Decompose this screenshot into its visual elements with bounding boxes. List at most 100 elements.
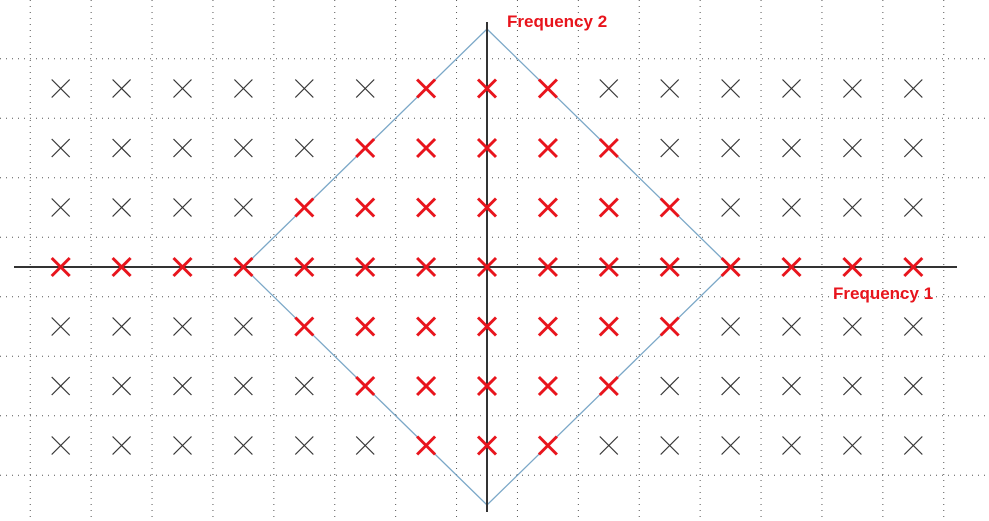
cross-icon [721, 376, 741, 396]
cross-stroke [903, 138, 923, 158]
cross-icon [233, 79, 253, 98]
cross-icon [903, 317, 923, 336]
cross-icon-highlighted [294, 316, 315, 337]
cross-icon-highlighted [537, 256, 558, 278]
cross-icon [173, 436, 192, 455]
cross-icon [660, 138, 680, 158]
cross-stroke [903, 317, 923, 336]
cross-icon [599, 79, 619, 98]
cross-icon [112, 198, 132, 217]
cross-stroke [112, 138, 132, 158]
cross-icon [721, 317, 741, 336]
cross-stroke [721, 138, 741, 158]
cross-stroke [782, 436, 801, 455]
cross-stroke [416, 256, 437, 278]
cross-icon [173, 79, 192, 98]
cross-stroke [355, 79, 375, 98]
cross-icon-highlighted [903, 256, 924, 278]
cross-icon-highlighted [355, 375, 376, 397]
cross-icon-highlighted [50, 256, 71, 278]
cross-stroke [416, 316, 437, 337]
cross-icon [51, 436, 71, 455]
cross-icon-highlighted [416, 197, 437, 218]
cross-stroke [782, 317, 801, 336]
cross-stroke [903, 79, 923, 98]
cross-icon [294, 436, 314, 455]
cross-stroke [51, 376, 71, 396]
cross-icon-highlighted [598, 197, 619, 218]
cross-icon [51, 376, 71, 396]
cross-stroke [842, 198, 862, 217]
cross-stroke [294, 79, 314, 98]
cross-icon [51, 79, 71, 98]
cross-icon-highlighted [781, 256, 802, 278]
cross-icon [233, 436, 253, 455]
cross-icon-highlighted [476, 435, 498, 456]
cross-stroke [111, 256, 132, 278]
cross-stroke [598, 316, 619, 337]
cross-stroke [51, 436, 71, 455]
cross-stroke [173, 376, 192, 396]
cross-stroke [173, 79, 192, 98]
cross-stroke [355, 436, 375, 455]
cross-icon-highlighted [598, 256, 619, 278]
cross-stroke [173, 138, 192, 158]
cross-icon-highlighted [842, 256, 863, 278]
cross-stroke [233, 376, 253, 396]
cross-stroke [233, 256, 254, 278]
cross-icon [660, 376, 680, 396]
cross-stroke [903, 376, 923, 396]
cross-icon [782, 79, 801, 98]
cross-icon-highlighted [598, 316, 619, 337]
cross-icon [233, 138, 253, 158]
cross-icon-highlighted [476, 256, 498, 278]
cross-stroke [233, 198, 253, 217]
cross-stroke [112, 317, 132, 336]
cross-stroke [51, 317, 71, 336]
cross-stroke [416, 435, 437, 456]
cross-icon [903, 436, 923, 455]
cross-stroke [112, 436, 132, 455]
cross-stroke [233, 79, 253, 98]
cross-stroke [51, 138, 71, 158]
cross-stroke [782, 138, 801, 158]
cross-icon-highlighted [476, 375, 498, 397]
cross-stroke [903, 256, 924, 278]
cross-stroke [233, 138, 253, 158]
cross-stroke [842, 376, 862, 396]
cross-stroke [294, 256, 315, 278]
cross-stroke [51, 79, 71, 98]
cross-icon-highlighted [598, 137, 619, 159]
cross-icon [112, 138, 132, 158]
cross-icon [782, 198, 801, 217]
cross-stroke [294, 376, 314, 396]
cross-stroke [903, 198, 923, 217]
cross-icon [294, 138, 314, 158]
cross-icon-highlighted [537, 78, 558, 99]
cross-icon-highlighted [537, 375, 558, 397]
cross-stroke [842, 138, 862, 158]
cross-stroke [721, 79, 741, 98]
cross-icon-highlighted [537, 316, 558, 337]
cross-stroke [112, 79, 132, 98]
cross-icon-highlighted [476, 78, 498, 99]
cross-icon-highlighted [537, 435, 558, 456]
cross-icon [721, 79, 741, 98]
cross-stroke [537, 197, 558, 218]
cross-icon [173, 138, 192, 158]
cross-stroke [720, 256, 741, 278]
cross-stroke [598, 256, 619, 278]
cross-stroke [476, 435, 498, 456]
cross-stroke [355, 137, 376, 159]
cross-stroke [294, 138, 314, 158]
cross-icon [51, 198, 71, 217]
cross-stroke [660, 138, 680, 158]
cross-stroke [294, 436, 314, 455]
cross-stroke [294, 316, 315, 337]
cross-icon [903, 79, 923, 98]
cross-stroke [112, 376, 132, 396]
cross-stroke [537, 435, 558, 456]
cross-stroke [721, 317, 741, 336]
cross-icon [782, 376, 801, 396]
